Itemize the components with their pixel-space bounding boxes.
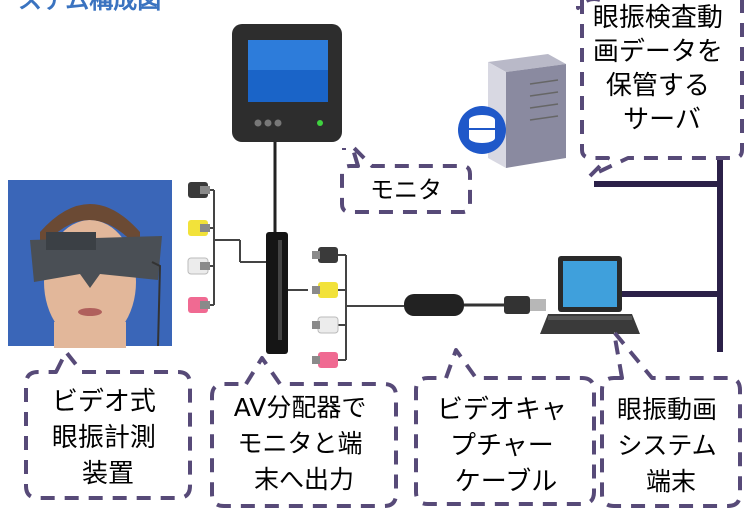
- av-splitter-icon: [266, 232, 288, 354]
- rca-plug-icon: [187, 257, 210, 275]
- callout-text-line: 眼振検査動: [593, 3, 723, 33]
- pc-callout: 眼振動画 システム 端末: [600, 330, 742, 508]
- callout-text-line: 画データを: [593, 37, 723, 67]
- rca-plug-icon: [312, 352, 338, 368]
- callout-text-line: ケーブル: [455, 467, 557, 497]
- splitter-callout: AV分配器で モニタと端 末へ出力: [210, 356, 398, 508]
- usb-capture-cable-icon: [404, 294, 546, 316]
- tv-monitor-icon: [232, 24, 342, 142]
- callout-text-line: 保管する: [606, 71, 710, 101]
- callout-text-line: プチャー: [450, 431, 554, 461]
- callout-text-line: 眼振動画: [617, 395, 717, 424]
- svg-text:ビデオ式 眼振計測 装置: ビデオ式 眼振計測 装置: [52, 387, 164, 489]
- rca-plug-icon: [188, 182, 210, 198]
- callout-text-line: ビデオキャ: [437, 395, 567, 425]
- callout-text-line: 端末: [646, 467, 696, 496]
- monitor-callout: モニタ: [340, 144, 472, 214]
- diagram-title: ステム構成図: [18, 0, 161, 14]
- callout-text-line: システム: [617, 431, 716, 460]
- callout-text-line: モニタと端: [238, 429, 363, 458]
- callout-text-line: AV分配器で: [234, 393, 367, 422]
- svg-text:眼振動画 システム 端末: 眼振動画 システム 端末: [617, 395, 725, 496]
- callout-text-line: 眼振計測: [52, 423, 156, 453]
- svg-text:AV分配器で モニタと端 末へ出力: AV分配器で モニタと端 末へ出力: [234, 393, 375, 494]
- rca-plug-icon: [188, 297, 210, 313]
- camera-callout: ビデオ式 眼振計測 装置: [24, 350, 192, 500]
- svg-text:眼振検査動 画データを 保管する: 眼振検査動 画データを 保管する サーバ: [593, 3, 731, 135]
- callout-text-line: サーバ: [623, 105, 701, 135]
- callout-text-line: 末へ出力: [254, 465, 354, 494]
- server-database-icon: [458, 54, 566, 168]
- callout-text-line: 装置: [82, 459, 134, 489]
- rca-plug-icon: [312, 282, 338, 298]
- callout-text-line: ビデオ式: [52, 387, 156, 417]
- server-callout: 眼振検査動 画データを 保管する サーバ: [576, 0, 744, 178]
- rca-plug-icon: [312, 247, 338, 263]
- rca-plug-icon: [188, 220, 210, 236]
- callout-text-line: モニタ: [370, 176, 442, 204]
- rca-plug-group-right: [288, 247, 404, 368]
- rca-plug-icon: [312, 316, 339, 334]
- laptop-icon: [540, 256, 640, 334]
- cable-callout: ビデオキャ プチャー ケーブル: [414, 348, 596, 506]
- rca-plug-group-left: [187, 182, 272, 313]
- video-goggle-device-photo: [8, 180, 172, 348]
- svg-text:ビデオキャ プチャー ケーブル: ビデオキャ プチャー ケーブル: [437, 395, 575, 497]
